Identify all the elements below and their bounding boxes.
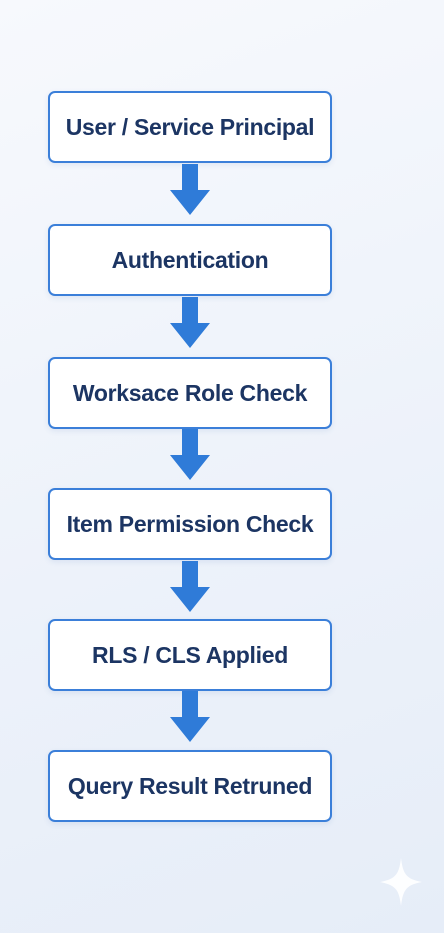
step-authentication: Authentication (48, 224, 332, 296)
step-label: Item Permission Check (66, 510, 314, 537)
step-label: User / Service Principal (65, 113, 315, 140)
arrow-down-icon (170, 561, 210, 612)
step-label: Worksace Role Check (72, 379, 308, 406)
step-workspace-role-check: Worksace Role Check (48, 357, 332, 429)
step-label: Authentication (111, 246, 269, 273)
step-rls-cls-applied: RLS / CLS Applied (48, 619, 332, 691)
step-label: Query Result Retruned (67, 772, 313, 799)
arrow-down-icon (170, 429, 210, 480)
arrow-down-icon (170, 297, 210, 348)
arrow-down-icon (170, 164, 210, 215)
arrow-down-icon (170, 691, 210, 742)
step-query-result-returned: Query Result Retruned (48, 750, 332, 822)
step-user-service-principal: User / Service Principal (48, 91, 332, 163)
step-item-permission-check: Item Permission Check (48, 488, 332, 560)
sparkle-icon (380, 858, 422, 906)
step-label: RLS / CLS Applied (92, 641, 288, 668)
